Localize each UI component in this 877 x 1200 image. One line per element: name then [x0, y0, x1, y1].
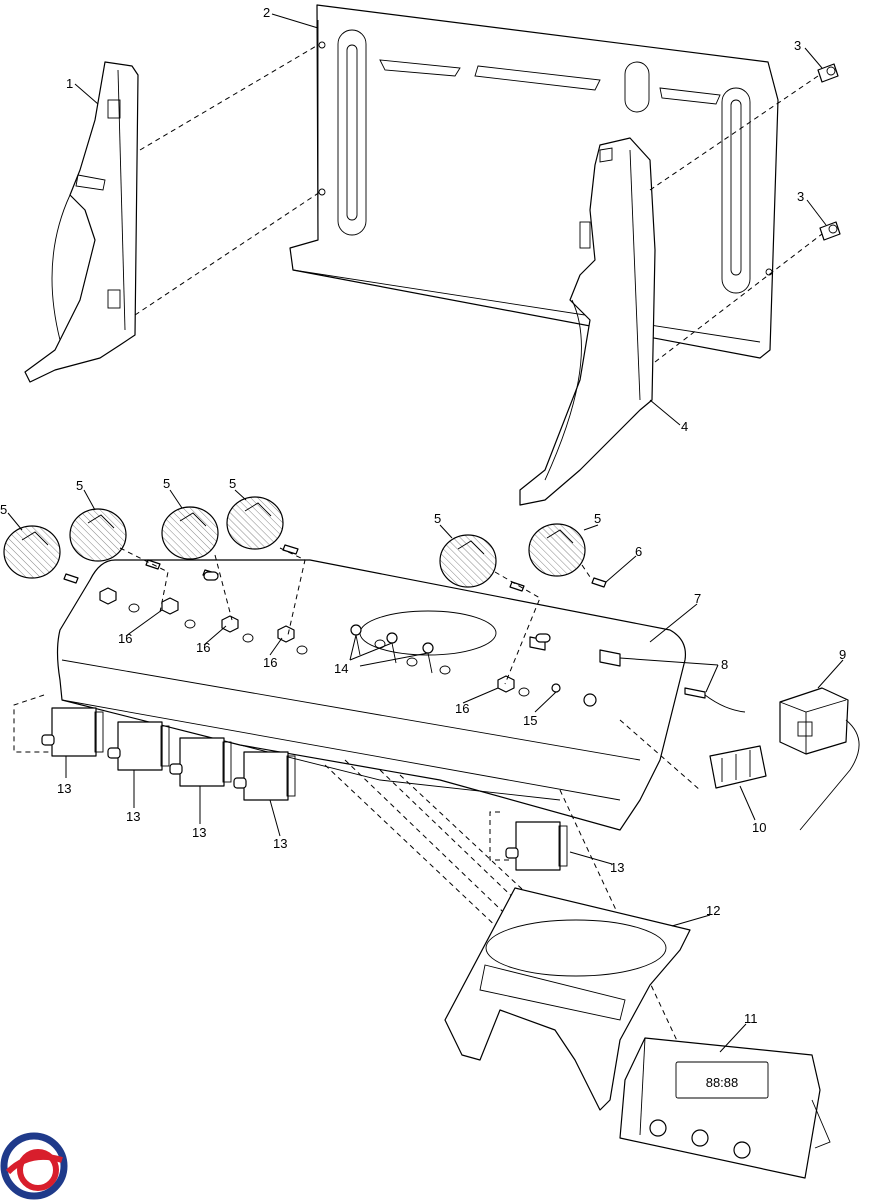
callout-10: 10	[752, 820, 766, 835]
control-knob-4	[226, 496, 284, 550]
callout-13-e: 13	[610, 860, 624, 875]
callout-5-d: 5	[229, 476, 236, 491]
callout-12: 12	[706, 903, 720, 918]
regulator-4	[233, 751, 296, 801]
callout-8: 8	[721, 657, 728, 672]
callout-5-c: 5	[163, 476, 170, 491]
callout-13-c: 13	[192, 825, 206, 840]
clock-trim	[444, 887, 691, 1111]
electronic-clock	[619, 1037, 831, 1179]
control-knob-6	[528, 523, 586, 577]
callout-9: 9	[839, 647, 846, 662]
fascia-nuts	[99, 587, 530, 697]
callout-16-a: 16	[118, 631, 132, 646]
back-panel	[289, 4, 779, 359]
spring-clips	[63, 544, 607, 643]
callout-5-a: 5	[0, 502, 7, 517]
control-knob-5	[439, 534, 497, 588]
regulator-3	[169, 737, 232, 787]
callout-13-a: 13	[57, 781, 71, 796]
callout-3-bottom: 3	[797, 189, 804, 204]
clock-display-readout: 88:88	[706, 1075, 739, 1090]
callout-13-b: 13	[126, 809, 140, 824]
screw-top	[817, 63, 839, 83]
left-side-bracket	[24, 61, 139, 383]
upper-assembly-lines	[134, 44, 823, 363]
callout-13-d: 13	[273, 836, 287, 851]
callout-16-c: 16	[263, 655, 277, 670]
callout-16-b: 16	[196, 640, 210, 655]
callout-4: 4	[681, 419, 688, 434]
terminal-block	[709, 745, 767, 789]
regulator-1	[41, 707, 104, 757]
regulator-5	[505, 821, 568, 871]
control-knob-1	[3, 525, 61, 579]
callout-2: 2	[263, 5, 270, 20]
screw-bottom	[819, 221, 841, 241]
selector-switch	[779, 687, 860, 831]
callout-16-d: 16	[455, 701, 469, 716]
callout-6: 6	[635, 544, 642, 559]
callout-14: 14	[334, 661, 348, 676]
callout-1: 1	[66, 76, 73, 91]
brand-logo-icon	[0, 1132, 68, 1200]
callout-5-b: 5	[76, 478, 83, 493]
callout-11: 11	[744, 1011, 758, 1026]
callout-3-top: 3	[794, 38, 801, 53]
right-side-bracket	[519, 137, 656, 506]
leader-lines	[7, 13, 844, 1053]
callout-5-f: 5	[594, 511, 601, 526]
control-knob-2	[69, 508, 127, 562]
control-knob-3	[161, 506, 219, 560]
callout-5-e: 5	[434, 511, 441, 526]
regulator-2	[107, 721, 170, 771]
callout-7: 7	[694, 591, 701, 606]
callout-15: 15	[523, 713, 537, 728]
